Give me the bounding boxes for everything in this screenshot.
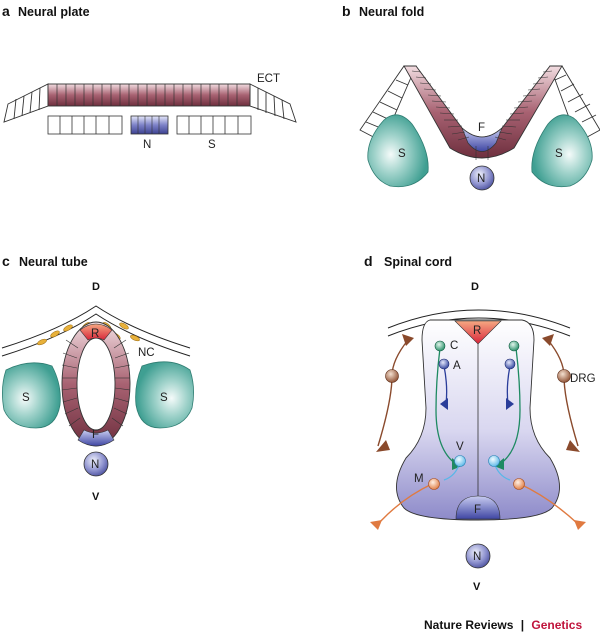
- association-cell-right: [504, 358, 516, 370]
- neural-tube-ring: [61, 321, 131, 447]
- roof-plate-c: [79, 323, 113, 341]
- panel-a-letter: a: [2, 3, 10, 19]
- ectoderm-right: [249, 83, 297, 123]
- floor-plate-c: [77, 429, 115, 447]
- commissural-axons: [435, 347, 521, 465]
- notochord-label-b: N: [477, 173, 485, 185]
- somite-left-c: [2, 362, 61, 429]
- floor-plate-label-d: F: [474, 504, 481, 516]
- roof-plate-d: [454, 320, 502, 345]
- motor-neuron-label: M: [414, 473, 424, 485]
- panel-b-title: Neural fold: [359, 5, 424, 19]
- motor-neuron-left: [428, 478, 440, 490]
- drg-label: DRG: [570, 373, 596, 385]
- ectoderm-d: [387, 309, 571, 337]
- panel-c-letter: c: [2, 253, 10, 269]
- journal-separator: |: [521, 618, 524, 632]
- drg-arrow-left-bottom: [376, 440, 390, 452]
- notochord-label-d: N: [473, 551, 481, 563]
- panel-d-letter: d: [364, 253, 373, 269]
- ventral-label-d: V: [473, 581, 481, 593]
- notochord-b: [469, 165, 495, 191]
- ectoderm-label: ECT: [257, 73, 280, 85]
- notochord-block: [130, 115, 169, 135]
- somite-right-b: [531, 114, 593, 188]
- floor-plate-label-b: F: [478, 122, 485, 134]
- association-label: A: [453, 360, 461, 372]
- journal-section: Genetics: [531, 618, 582, 632]
- svg-text:Nature Reviews | G: Nature Reviews | Genetics: [424, 618, 582, 632]
- somite-right-label-c: S: [160, 392, 168, 404]
- drg-arrow-left-top: [402, 334, 414, 346]
- panel-a: a Neural plate: [2, 3, 297, 151]
- association-arrow-left: [440, 398, 448, 410]
- association-arrow-right: [506, 398, 514, 410]
- mesoderm-left: [47, 115, 123, 135]
- commissural-label: C: [450, 340, 458, 352]
- roof-plate-label-c: R: [91, 328, 99, 340]
- ventral-interneuron-left: [454, 455, 466, 467]
- neural-plate-segments: [47, 83, 251, 107]
- drg-cell-left: [385, 369, 399, 383]
- commissural-cell-left: [434, 340, 446, 352]
- somite-left-b: [367, 114, 429, 188]
- ventral-label-c: V: [92, 491, 100, 503]
- journal-footer: Nature Reviews | Genetics: [424, 618, 582, 632]
- panel-c: c Neural tube D: [1, 253, 194, 503]
- notochord-label-c: N: [91, 459, 99, 471]
- notochord-d: [465, 543, 491, 569]
- panel-c-title: Neural tube: [19, 255, 88, 269]
- mesoderm-right: [176, 115, 252, 135]
- association-cell-left: [438, 358, 450, 370]
- floor-plate-d: [455, 495, 501, 520]
- motor-neuron-right: [513, 478, 525, 490]
- panel-b: b Neural fold: [342, 3, 600, 191]
- roof-plate-label-d: R: [473, 325, 481, 337]
- drg-arrow-right-bottom: [566, 440, 580, 452]
- drg-arrow-right-top: [542, 334, 554, 346]
- journal-name: Nature Reviews: [424, 618, 514, 632]
- commissural-cell-right: [508, 340, 520, 352]
- panel-b-letter: b: [342, 3, 351, 19]
- dorsal-label-c: D: [92, 281, 100, 293]
- somite-left-label-b: S: [398, 148, 406, 160]
- notochord-label: N: [143, 139, 151, 151]
- notochord-c: [83, 451, 109, 477]
- motor-axons: [377, 483, 579, 525]
- ectoderm-left: [3, 83, 49, 123]
- somite-right-label-b: S: [555, 148, 563, 160]
- ventral-interneuron-label: V: [456, 441, 464, 453]
- neural-crest-label: NC: [138, 347, 155, 359]
- dorsal-label-d: D: [471, 281, 479, 293]
- drg-cell-right: [557, 369, 571, 383]
- somite-label: S: [208, 139, 216, 151]
- panel-a-title: Neural plate: [18, 5, 90, 19]
- somite-left-label-c: S: [22, 392, 30, 404]
- motor-arrow-left: [370, 520, 382, 530]
- floor-plate-label-c: F: [92, 429, 99, 441]
- panel-d: d Spinal cord D: [364, 253, 596, 593]
- ventral-interneuron-right: [488, 455, 500, 467]
- somite-right-c: [135, 361, 194, 429]
- panel-d-title: Spinal cord: [384, 255, 452, 269]
- neural-fold: [403, 65, 563, 160]
- ectoderm-c: [1, 305, 191, 357]
- motor-arrow-right: [574, 520, 586, 530]
